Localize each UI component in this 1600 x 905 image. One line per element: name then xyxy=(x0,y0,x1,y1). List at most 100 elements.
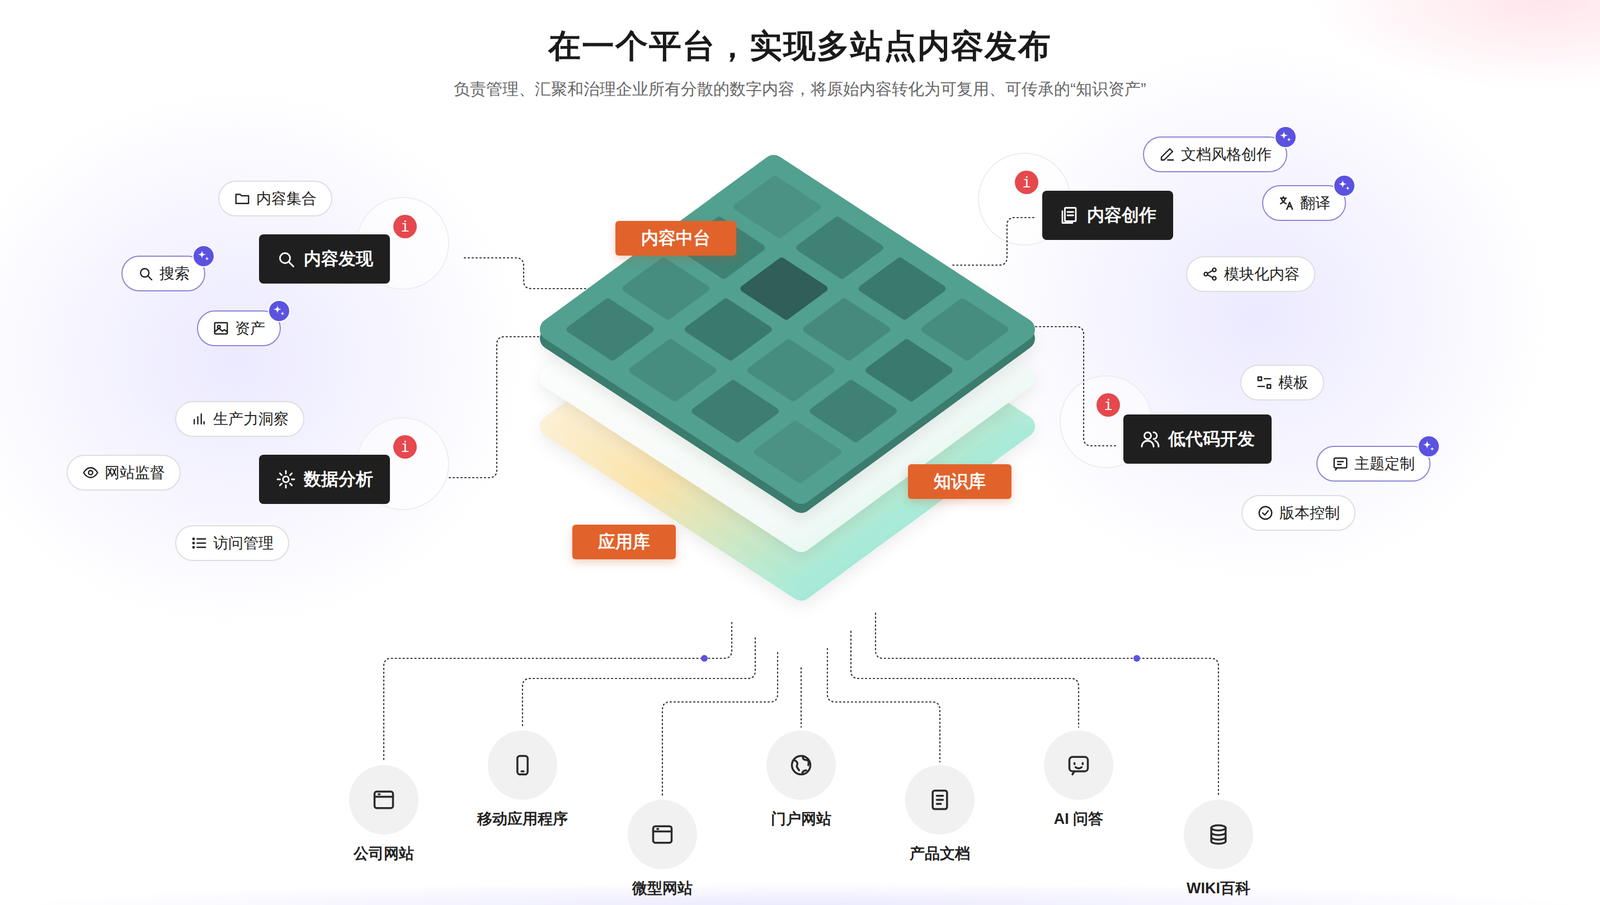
grid-cell xyxy=(806,301,887,357)
layer-tag-text: 应用库 xyxy=(598,530,651,554)
platform-stack xyxy=(551,166,1024,590)
background-glow xyxy=(967,44,1550,582)
gear-icon xyxy=(275,469,296,490)
feature-pill: 访问管理 xyxy=(175,525,290,562)
doc-icon xyxy=(927,787,953,813)
dotted-wire xyxy=(522,637,756,728)
channel-label: 公司网站 xyxy=(353,843,414,864)
dotted-wire xyxy=(449,336,558,478)
layer-tag-text: 知识库 xyxy=(933,469,986,494)
diagram-caption: 负责管理、汇聚和治理企业所有分散的数字内容，将原始内容转化为可复用、可传承的“知… xyxy=(0,78,1600,101)
background-glow xyxy=(16,882,1584,905)
channel-circle: WIKI百科 xyxy=(1183,800,1254,870)
channel-label: 移动应用程序 xyxy=(477,808,568,830)
module-box: 内容发现 xyxy=(259,234,390,284)
image-icon xyxy=(212,320,230,337)
docs-icon xyxy=(1059,205,1080,226)
share-icon xyxy=(1201,265,1219,283)
feature-pill: 模板 xyxy=(1240,364,1325,401)
list-icon xyxy=(190,534,208,552)
grid-cell xyxy=(813,383,894,439)
channel-label: AI 问答 xyxy=(1053,808,1104,830)
dotted-wire xyxy=(827,648,940,762)
channel-circle: 移动应用程序 xyxy=(487,730,558,800)
chart-icon xyxy=(190,410,208,428)
feature-pill-text: 模块化内容 xyxy=(1224,264,1300,285)
tpl-icon xyxy=(1255,374,1273,392)
browser-icon xyxy=(650,822,675,847)
channel-label: 微型网站 xyxy=(632,878,693,899)
channel-circle: 微型网站 xyxy=(627,800,698,870)
grid-cell xyxy=(868,342,950,398)
search-icon xyxy=(275,248,296,270)
chat-icon xyxy=(1332,455,1349,473)
feature-pill-text: 网站监督 xyxy=(104,462,166,483)
module-box-text: 数据分析 xyxy=(303,467,374,492)
feature-pill: 文档风格创作 xyxy=(1142,136,1288,173)
grid-cell xyxy=(799,219,880,276)
feature-pill: 版本控制 xyxy=(1241,495,1356,531)
wire-dot xyxy=(1133,655,1141,662)
diagram-title: 在一个平台，实现多站点内容发布 xyxy=(0,24,1600,69)
info-dot-text: i xyxy=(400,218,410,235)
feature-pill: 搜索 xyxy=(121,255,206,292)
feature-pill: 主题定制 xyxy=(1316,445,1431,482)
grid-cell xyxy=(924,301,1006,357)
module-box-text: 低代码开发 xyxy=(1168,427,1255,451)
grid-cell xyxy=(688,301,769,357)
feature-pill: 内容集合 xyxy=(218,180,333,217)
layer-tag-text: 内容中台 xyxy=(641,226,711,251)
feature-pill-text: 访问管理 xyxy=(213,533,274,554)
info-dot-text: i xyxy=(1022,173,1032,191)
ai-badge xyxy=(1417,434,1441,459)
ai-badge xyxy=(1332,173,1357,198)
channel-circle: 公司网站 xyxy=(349,765,419,835)
grid-cell xyxy=(694,383,776,439)
search-icon xyxy=(137,265,154,282)
feature-pill-text: 翻译 xyxy=(1300,193,1331,214)
browser-icon xyxy=(371,787,397,813)
grid-cell xyxy=(757,424,839,480)
layer-tag: 知识库 xyxy=(907,464,1012,500)
info-dot-text: i xyxy=(1103,396,1113,414)
channel-label: 产品文档 xyxy=(909,843,971,864)
info-dot: i xyxy=(1096,393,1120,417)
grid-cell xyxy=(750,342,832,398)
eye-icon xyxy=(82,464,100,482)
feature-pill-text: 搜索 xyxy=(159,263,190,284)
feature-pill-text: 版本控制 xyxy=(1279,502,1340,524)
ai-badge xyxy=(191,244,216,268)
channel-circle: AI 问答 xyxy=(1043,730,1114,800)
info-halo xyxy=(356,153,1152,510)
ai-badge xyxy=(1273,125,1298,149)
background-glow xyxy=(1309,0,1600,90)
dotted-wire xyxy=(662,652,778,797)
phone-icon xyxy=(510,753,535,778)
dotted-wire xyxy=(383,622,732,762)
info-dot: i xyxy=(393,435,417,459)
feature-pill-text: 文档风格创作 xyxy=(1180,144,1272,165)
module-box: 内容创作 xyxy=(1042,190,1174,240)
feature-pill-text: 模板 xyxy=(1278,372,1309,393)
dotted-wire xyxy=(951,217,1034,266)
feature-pill-text: 内容集合 xyxy=(256,188,317,209)
feature-pill: 资产 xyxy=(196,310,281,347)
db-icon xyxy=(1206,822,1231,847)
feature-pill: 网站监督 xyxy=(66,454,181,491)
background-glow xyxy=(0,89,526,627)
feature-pill-text: 主题定制 xyxy=(1354,453,1415,474)
module-box: 低代码开发 xyxy=(1123,414,1272,464)
feature-pill-text: 生产力洞察 xyxy=(213,408,289,430)
feature-pill: 模块化内容 xyxy=(1186,256,1316,293)
grid-cell xyxy=(570,301,651,357)
users-icon xyxy=(1140,429,1161,450)
module-box-text: 内容创作 xyxy=(1086,203,1157,228)
feature-pill-text: 资产 xyxy=(234,318,266,339)
ai-badge xyxy=(267,299,291,323)
feature-pill: 生产力洞察 xyxy=(175,401,305,437)
layer-tag: 应用库 xyxy=(572,524,676,560)
channel-circle: 门户网站 xyxy=(766,730,836,800)
translate-icon xyxy=(1277,194,1295,212)
grid-cell xyxy=(744,260,825,317)
